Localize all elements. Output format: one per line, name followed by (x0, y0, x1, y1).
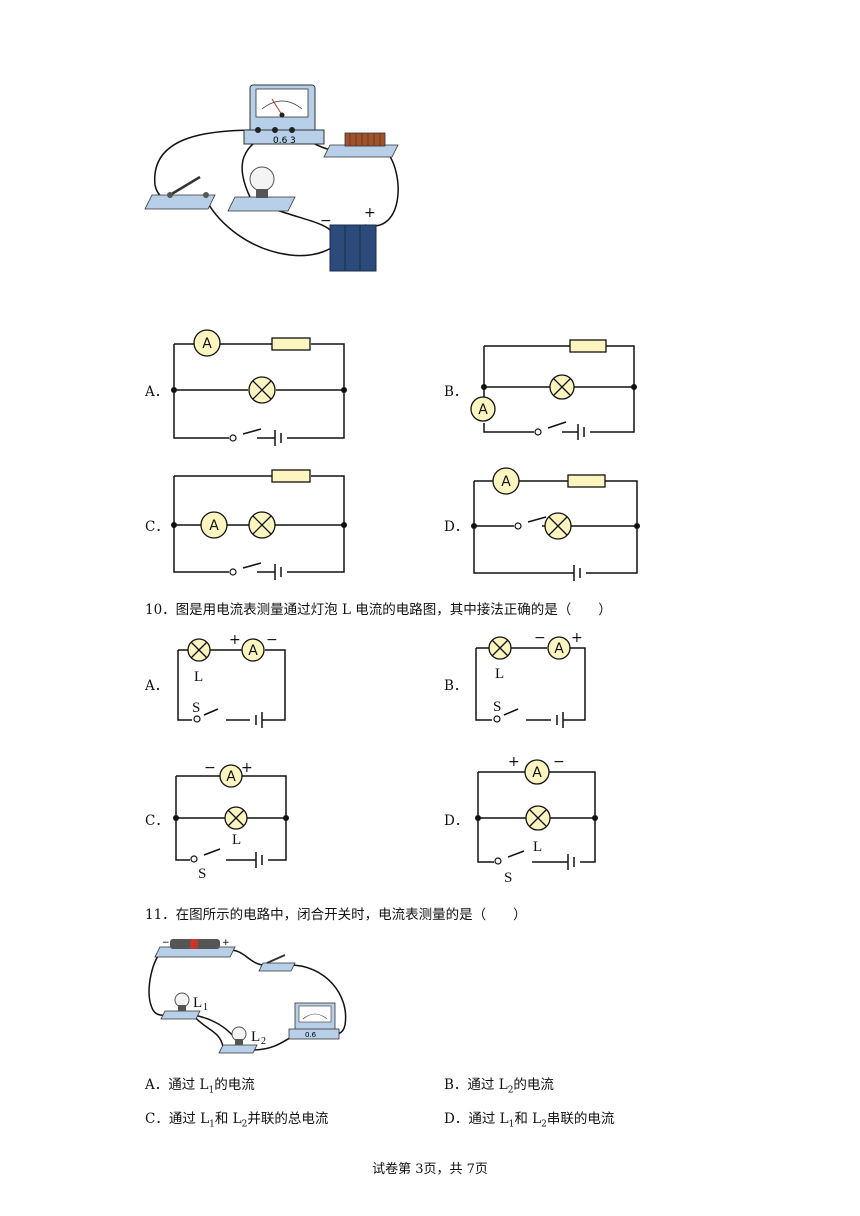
q11-option-a: A．通过 L1的电流 (145, 1077, 255, 1096)
bulb-device-icon (227, 166, 296, 212)
battery-holder-icon: − + (154, 938, 236, 958)
svg-text:−: − (204, 760, 216, 776)
meter-scale-06: 0.6 (273, 136, 288, 146)
q9-physical-circuit-figure: 0.6 3 − + (144, 84, 399, 272)
svg-text:+: + (571, 630, 583, 646)
q9-option-c-circuit: A (171, 469, 347, 580)
battery-device-icon: − + (320, 205, 377, 272)
bulb-l1-icon: L 1 (160, 992, 208, 1020)
svg-text:1: 1 (203, 1002, 208, 1013)
q9-option-c-label: C． (145, 519, 169, 535)
svg-text:A: A (554, 641, 564, 657)
minus-sign: − (266, 632, 278, 648)
q10-option-a-circuit: A + − L S (177, 632, 286, 728)
ammeter-device-icon: 0.6 (288, 1002, 340, 1040)
svg-text:−: − (534, 630, 546, 646)
q11-option-c: C．通过 L1和 L2并联的总电流 (145, 1111, 329, 1130)
battery-minus-label: − (320, 213, 332, 229)
svg-text:−: − (162, 938, 170, 948)
svg-text:+: + (222, 938, 230, 948)
svg-text:A: A (226, 769, 236, 785)
svg-text:A: A (478, 402, 488, 418)
q9-option-b-circuit: A (470, 339, 637, 440)
svg-text:A: A (248, 643, 258, 659)
q11-physical-circuit-figure: − + L 1 L 2 0.6 (148, 938, 347, 1054)
plus-sign: + (229, 632, 241, 648)
svg-text:L: L (193, 995, 202, 1011)
ammeter-device-icon: 0.6 3 (243, 84, 325, 146)
svg-text:L: L (495, 666, 504, 682)
q10-option-a-label: A． (145, 678, 169, 694)
q10-option-c-circuit: A − + L S (173, 760, 289, 882)
battery-plus-label: + (364, 205, 376, 221)
svg-text:L: L (251, 1029, 260, 1045)
svg-text:L: L (194, 669, 203, 685)
q10-option-d-label: D． (444, 813, 469, 829)
svg-text:0.6: 0.6 (305, 1031, 317, 1039)
svg-text:2: 2 (261, 1036, 266, 1047)
q10-question-text: 10．图是用电流表测量通过灯泡 L 电流的电路图，其中接法正确的是（ ） (145, 602, 612, 618)
svg-text:L: L (533, 839, 542, 855)
svg-text:S: S (493, 699, 501, 715)
q11-option-b: B．通过 L2的电流 (444, 1077, 554, 1096)
svg-text:A: A (202, 336, 212, 352)
rheostat-device-icon (323, 132, 399, 158)
svg-text:L: L (232, 832, 241, 848)
svg-text:S: S (504, 870, 512, 886)
switch-device-icon (258, 954, 296, 972)
page-footer: 试卷第 3页，共 7页 (372, 1162, 488, 1177)
q9-option-a-label: A． (145, 384, 169, 400)
q9-option-b-label: B． (444, 384, 468, 400)
q9-option-d-label: D． (444, 519, 469, 535)
svg-text:S: S (198, 866, 206, 882)
q9-option-a-circuit: A (171, 329, 347, 446)
q11-question-text: 11．在图所示的电路中，闭合开关时，电流表测量的是（ ） (145, 907, 527, 923)
svg-text:−: − (553, 754, 565, 770)
svg-text:S: S (192, 700, 200, 716)
svg-text:+: + (241, 760, 253, 776)
meter-scale-3: 3 (290, 136, 296, 146)
knife-switch-device-icon (144, 175, 216, 210)
q9-option-d-circuit: A (471, 467, 640, 581)
svg-text:A: A (532, 765, 542, 781)
q10-option-d-circuit: A + − L S (475, 754, 598, 886)
q10-option-b-label: B． (444, 678, 468, 694)
svg-text:+: + (508, 754, 520, 770)
svg-text:A: A (209, 518, 219, 534)
bulb-l2-icon: L 2 (218, 1026, 266, 1054)
q10-option-b-circuit: A − + L S (475, 630, 586, 728)
svg-text:A: A (501, 474, 511, 490)
q11-option-d: D．通过 L1和 L2串联的电流 (444, 1111, 615, 1130)
q10-option-c-label: C． (145, 813, 169, 829)
